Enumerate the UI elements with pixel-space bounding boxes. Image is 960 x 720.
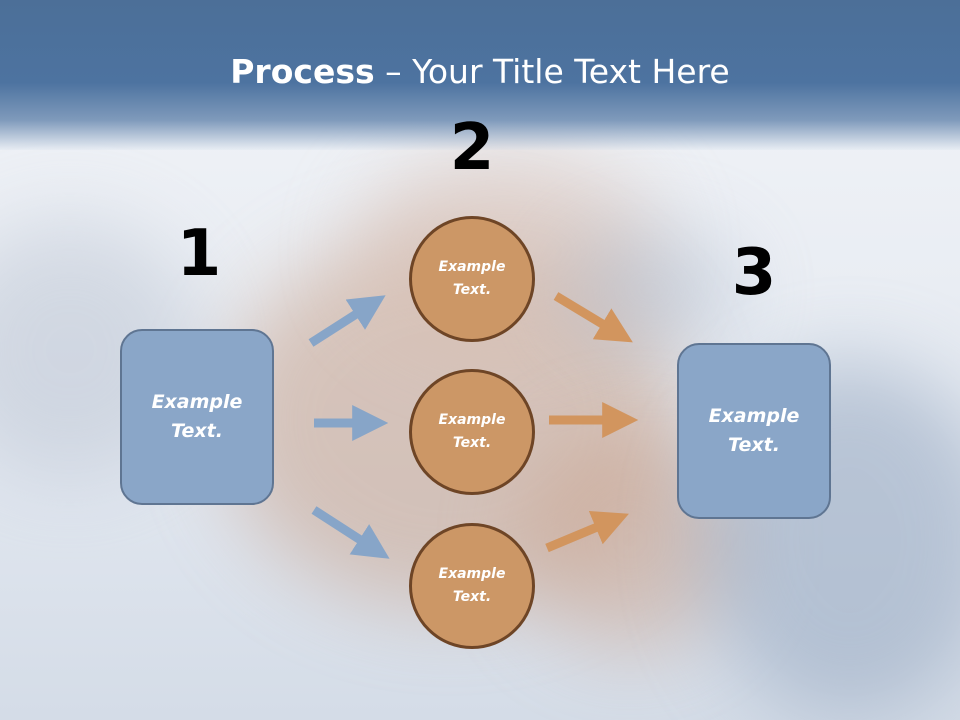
circle-middle-text: Example Text. <box>438 412 506 451</box>
circle-bottom-text: Example Text. <box>438 566 506 605</box>
circle-bottom: Example Text. <box>409 523 535 649</box>
step-1-text: Example Text. <box>151 391 243 442</box>
title-rest: – Your Title Text Here <box>374 52 730 91</box>
title-bar <box>0 0 960 150</box>
step-3-text: Example Text. <box>708 405 800 456</box>
step-number-1: 1 <box>176 217 222 291</box>
circle-top-text: Example Text. <box>438 259 506 298</box>
title-bold: Process <box>230 52 375 91</box>
circle-middle: Example Text. <box>409 369 535 495</box>
slide-title: Process – Your Title Text Here <box>0 52 960 91</box>
step-number-2: 2 <box>449 111 495 185</box>
step-number-3: 3 <box>731 236 777 310</box>
step-1-box: Example Text. <box>120 329 274 505</box>
step-3-box: Example Text. <box>677 343 831 519</box>
circle-top: Example Text. <box>409 216 535 342</box>
